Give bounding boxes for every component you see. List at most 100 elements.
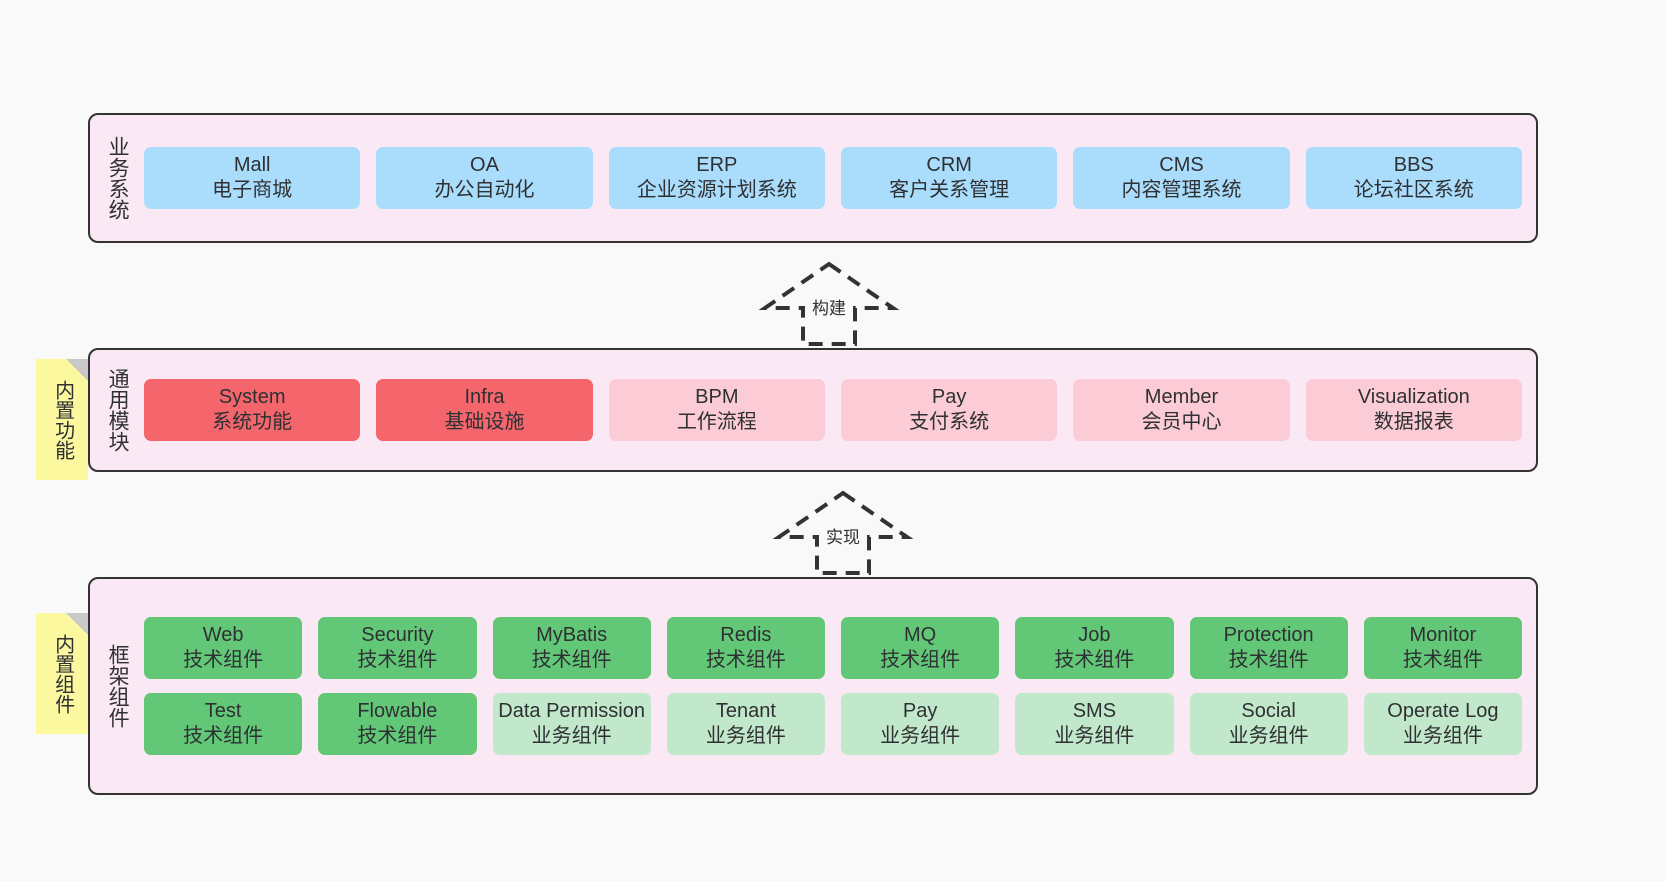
card-job-name: Job [1078, 624, 1111, 647]
card-oa[interactable]: OA 办公自动化 [376, 147, 593, 209]
note-builtin-components: 内置组件 [36, 613, 88, 734]
card-sms[interactable]: SMS 业务组件 [1015, 693, 1174, 755]
connector-build-label: 构建 [812, 299, 846, 318]
card-pay-component-name: Pay [902, 700, 938, 722]
card-mybatis-sub: 技术组件 [531, 649, 612, 672]
card-crm-name: CRM [926, 154, 972, 177]
card-bbs-name: BBS [1393, 154, 1434, 177]
layer-business-body: Mall 电子商城 OA 办公自动化 ERP 企业资源计划系统 CRM 客户关系… [144, 115, 1536, 241]
card-social[interactable]: Social 业务组件 [1189, 693, 1348, 755]
card-member-sub: 会员中心 [1141, 411, 1222, 433]
card-bpm[interactable]: BPM 工作流程 [608, 379, 825, 441]
card-data-permission-name: Data Permission [498, 700, 645, 722]
card-erp-name: ERP [696, 154, 738, 177]
card-mq-name: MQ [904, 624, 937, 647]
card-monitor-name: Monitor [1409, 624, 1477, 647]
card-sms-sub: 业务组件 [1054, 724, 1135, 747]
connector-implement: 实现 [772, 490, 914, 575]
card-operate-log[interactable]: Operate Log 业务组件 [1363, 693, 1522, 755]
layer-common-body: System 系统功能 Infra 基础设施 BPM 工作流程 Pay 支付系统… [144, 350, 1536, 470]
card-system-sub: 系统功能 [212, 411, 293, 433]
card-protection[interactable]: Protection 技术组件 [1189, 617, 1348, 679]
card-mybatis[interactable]: MyBatis 技术组件 [492, 617, 651, 679]
layer-common-title: 通用模块 [106, 368, 130, 452]
card-oa-sub: 办公自动化 [434, 179, 535, 201]
card-visualization[interactable]: Visualization 数据报表 [1305, 379, 1522, 441]
card-erp[interactable]: ERP 企业资源计划系统 [608, 147, 825, 209]
card-visualization-name: Visualization [1357, 386, 1470, 409]
card-security-sub: 技术组件 [357, 649, 438, 672]
card-test[interactable]: Test 技术组件 [144, 693, 303, 755]
card-tenant-sub: 业务组件 [705, 724, 786, 747]
card-mq-sub: 技术组件 [880, 649, 961, 672]
card-monitor-sub: 技术组件 [1402, 649, 1483, 672]
card-flowable[interactable]: Flowable 技术组件 [318, 693, 477, 755]
card-pay-module[interactable]: Pay 支付系统 [840, 379, 1058, 441]
card-mall-name: Mall [233, 154, 271, 177]
card-system[interactable]: System 系统功能 [144, 379, 361, 441]
card-data-permission-sub: 业务组件 [531, 724, 612, 747]
layer-framework-row-business: Test 技术组件 Flowable 技术组件 Data Permission … [144, 693, 1522, 755]
card-operate-log-name: Operate Log [1387, 700, 1499, 722]
card-infra-sub: 基础设施 [444, 411, 525, 433]
card-security-name: Security [361, 624, 434, 647]
card-pay-module-name: Pay [931, 386, 967, 409]
card-member[interactable]: Member 会员中心 [1073, 379, 1290, 441]
card-mybatis-name: MyBatis [536, 624, 608, 647]
card-mall[interactable]: Mall 电子商城 [144, 147, 361, 209]
card-security[interactable]: Security 技术组件 [318, 617, 477, 679]
card-web[interactable]: Web 技术组件 [144, 617, 303, 679]
card-sms-name: SMS [1072, 700, 1117, 722]
card-redis[interactable]: Redis 技术组件 [666, 617, 825, 679]
card-bbs-sub: 论坛社区系统 [1353, 179, 1474, 201]
note-builtin-features-label: 内置功能 [51, 379, 74, 460]
card-crm-sub: 客户关系管理 [889, 179, 1010, 201]
card-data-permission[interactable]: Data Permission 业务组件 [492, 693, 651, 755]
card-mq[interactable]: MQ 技术组件 [841, 617, 1000, 679]
card-web-sub: 技术组件 [183, 649, 264, 672]
card-job[interactable]: Job 技术组件 [1015, 617, 1174, 679]
card-pay-component[interactable]: Pay 业务组件 [841, 693, 1000, 755]
card-web-name: Web [202, 624, 244, 647]
card-monitor[interactable]: Monitor 技术组件 [1363, 617, 1522, 679]
card-erp-sub: 企业资源计划系统 [636, 179, 797, 201]
card-protection-sub: 技术组件 [1228, 649, 1309, 672]
card-protection-name: Protection [1223, 624, 1314, 647]
card-tenant-name: Tenant [715, 700, 776, 722]
card-visualization-sub: 数据报表 [1373, 411, 1454, 433]
card-member-name: Member [1144, 386, 1219, 409]
connector-build: 构建 [758, 261, 900, 346]
card-cms-name: CMS [1159, 154, 1204, 177]
card-cms-sub: 内容管理系统 [1121, 179, 1242, 201]
layer-common-row: System 系统功能 Infra 基础设施 BPM 工作流程 Pay 支付系统… [144, 379, 1522, 441]
layer-common-modules: 通用模块 System 系统功能 Infra 基础设施 BPM 工作流程 Pay… [88, 348, 1538, 472]
card-crm[interactable]: CRM 客户关系管理 [840, 147, 1058, 209]
note-fold-corner-icon [66, 613, 88, 635]
card-bpm-name: BPM [695, 386, 739, 409]
card-flowable-name: Flowable [357, 700, 438, 722]
layer-business-systems: 业务系统 Mall 电子商城 OA 办公自动化 ERP 企业资源计划系统 CRM… [88, 113, 1538, 243]
card-tenant[interactable]: Tenant 业务组件 [666, 693, 825, 755]
layer-framework-components: 框架组件 Web 技术组件 Security 技术组件 MyBatis 技术组件… [88, 577, 1538, 795]
card-social-sub: 业务组件 [1228, 724, 1309, 747]
layer-business-title: 业务系统 [106, 136, 130, 220]
layer-framework-title: 框架组件 [106, 644, 130, 728]
card-infra-name: Infra [464, 386, 505, 409]
layer-framework-body: Web 技术组件 Security 技术组件 MyBatis 技术组件 Redi… [144, 579, 1536, 793]
card-job-sub: 技术组件 [1054, 649, 1135, 672]
note-fold-corner-icon [66, 359, 88, 381]
card-social-name: Social [1241, 700, 1296, 722]
card-cms[interactable]: CMS 内容管理系统 [1073, 147, 1290, 209]
card-infra[interactable]: Infra 基础设施 [376, 379, 593, 441]
card-redis-sub: 技术组件 [705, 649, 786, 672]
note-builtin-components-label: 内置组件 [51, 633, 74, 714]
card-mall-sub: 电子商城 [212, 179, 293, 201]
card-bbs[interactable]: BBS 论坛社区系统 [1305, 147, 1522, 209]
card-bpm-sub: 工作流程 [676, 411, 757, 433]
connector-implement-label: 实现 [826, 528, 860, 547]
card-test-name: Test [204, 700, 242, 722]
layer-framework-row-tech: Web 技术组件 Security 技术组件 MyBatis 技术组件 Redi… [144, 617, 1522, 679]
card-system-name: System [218, 386, 286, 409]
card-pay-component-sub: 业务组件 [880, 724, 961, 747]
